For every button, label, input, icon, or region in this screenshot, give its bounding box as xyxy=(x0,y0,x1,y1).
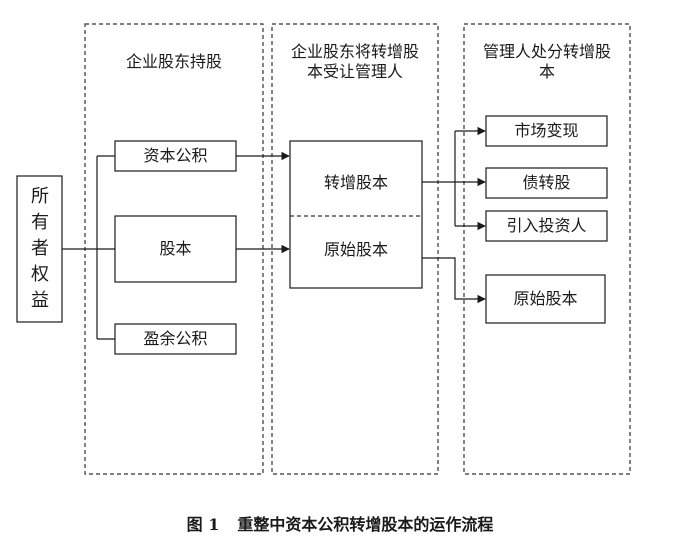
capital-reserve-box xyxy=(114,140,237,172)
column-title-shareholding: 企业股东持股 xyxy=(125,52,222,71)
column-panel-disposal xyxy=(463,23,631,475)
original-shares-label: 原始股本 xyxy=(323,240,388,259)
share-capital-box xyxy=(114,215,237,283)
arrow-original-to-original xyxy=(422,257,486,304)
share-capital-label: 股本 xyxy=(159,239,192,258)
market-realization-label: 市场变现 xyxy=(514,121,579,140)
market-realization-box xyxy=(485,115,608,147)
original-capital-result-box xyxy=(485,274,606,324)
owner-equity-label: 所有者权益 xyxy=(31,186,49,311)
introduce-investors-label: 引入投资人 xyxy=(506,216,587,235)
debt-to-equity-label: 债转股 xyxy=(522,173,571,192)
figure-caption: 图 1 重整中资本公积转增股本的运作流程 xyxy=(0,511,680,535)
column-title-disposal: 管理人处分转增股本 xyxy=(483,42,612,81)
introduce-investors-box xyxy=(485,210,608,242)
transfer-box xyxy=(289,140,423,289)
column-title-transfer: 企业股东将转增股本受让管理人 xyxy=(291,42,420,81)
transfer-shares-label: 转增股本 xyxy=(323,173,388,192)
figure-title: 重整中资本公积转增股本的运作流程 xyxy=(237,515,494,534)
capital-reserve-label: 资本公积 xyxy=(143,146,208,165)
surplus-reserve-box xyxy=(114,323,237,355)
debt-to-equity-box xyxy=(485,167,608,199)
surplus-reserve-label: 盈余公积 xyxy=(143,329,208,348)
figure-number: 图 1 xyxy=(186,515,220,534)
original-capital-result-label: 原始股本 xyxy=(513,289,578,308)
